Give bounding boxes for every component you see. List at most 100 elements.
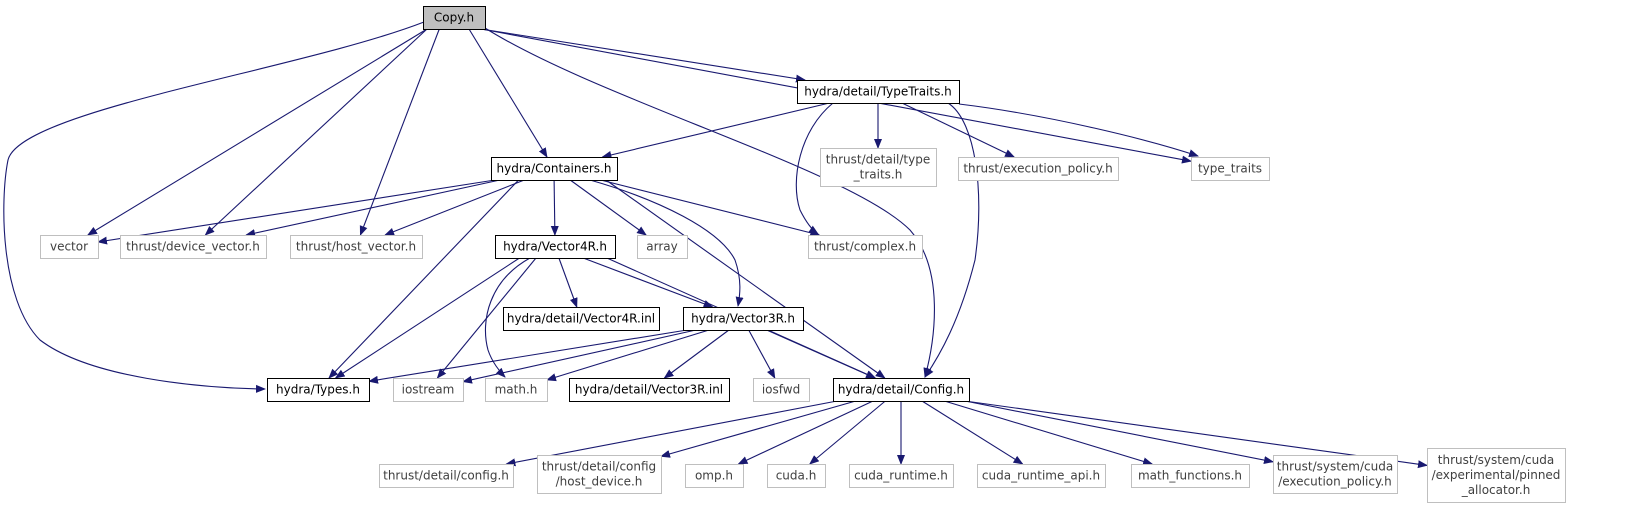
- node-label: array: [646, 240, 677, 254]
- node-label: cuda_runtime.h: [854, 469, 948, 483]
- node-label: cuda.h: [776, 469, 817, 483]
- edge-copy_h-to-types_h: [3, 21, 425, 393]
- edge-containers_h-to-array: [569, 179, 647, 236]
- node-label: /experimental/pinned: [1432, 468, 1561, 482]
- node-label: iosfwd: [762, 383, 800, 397]
- node-label: hydra/Vector4R.h: [503, 240, 607, 254]
- node-label: thrust/device_vector.h: [126, 240, 260, 254]
- node-label: hydra/detail/Vector4R.inl: [507, 312, 655, 326]
- edge-vector3r_h-to-math_h: [546, 329, 710, 382]
- edge-containers_h-to-config_h: [605, 179, 886, 379]
- node-label: hydra/detail/Config.h: [838, 383, 964, 397]
- node-label: type_traits: [1198, 162, 1262, 176]
- node-iosfwd: iosfwd: [753, 378, 810, 402]
- node-vector3r-inl[interactable]: hydra/detail/Vector3R.inl: [569, 378, 730, 402]
- edge-containers_h-to-thrust_device_vector: [245, 179, 501, 238]
- edge-vector3r_h-to-config_h: [766, 329, 876, 379]
- node-math-h: math.h: [485, 378, 548, 402]
- node-label: hydra/Types.h: [276, 383, 360, 397]
- dependency-edges: [3, 21, 1428, 469]
- edge-typetraits_h-to-thrust_complex: [795, 102, 834, 235]
- node-label: hydra/Vector3R.h: [691, 312, 795, 326]
- edge-config_h-to-thrust_pinned_allocator: [964, 400, 1428, 469]
- node-label: _allocator.h: [1461, 483, 1531, 497]
- node-box: [120, 235, 267, 259]
- node-cuda-runtime: cuda_runtime.h: [849, 464, 954, 488]
- node-thrust-complex: thrust/complex.h: [808, 235, 923, 259]
- node-label: omp.h: [695, 469, 733, 483]
- node-box: [753, 378, 810, 402]
- edge-copy_h-to-containers_h: [468, 28, 548, 158]
- edge-vector3r_h-to-types_h: [368, 329, 688, 384]
- node-thrust-device-vector: thrust/device_vector.h: [120, 235, 267, 259]
- node-box: [685, 464, 744, 488]
- node-box: [1427, 448, 1566, 503]
- node-thrust-cuda-exec-policy: thrust/system/cuda/execution_policy.h: [1273, 455, 1398, 494]
- node-copy-h[interactable]: Copy.h: [423, 6, 486, 30]
- node-box: [683, 307, 804, 331]
- node-label: thrust/detail/config: [542, 460, 656, 474]
- node-box: [485, 378, 548, 402]
- node-box: [379, 464, 514, 488]
- node-box: [637, 235, 688, 259]
- node-types-h[interactable]: hydra/Types.h: [267, 378, 370, 402]
- node-box: [423, 6, 486, 30]
- node-label: thrust/complex.h: [814, 240, 916, 254]
- node-box: [40, 235, 99, 259]
- edge-config_h-to-omp_h: [737, 400, 874, 465]
- file-nodes: Copy.h hydra/detail/TypeTraits.h hydra/Con…: [40, 6, 1566, 503]
- node-vector3r-h[interactable]: hydra/Vector3R.h: [683, 307, 804, 331]
- edge-typetraits_h-to-type_traits: [958, 103, 1199, 157]
- node-label: cuda_runtime_api.h: [982, 469, 1100, 483]
- node-config-h[interactable]: hydra/detail/Config.h: [833, 378, 970, 402]
- edge-vector4r_h-to-vector4r_inl: [558, 257, 578, 308]
- node-box: [833, 378, 970, 402]
- edge-typetraits_h-to-config_h: [924, 102, 980, 378]
- node-label: hydra/detail/Vector3R.inl: [575, 383, 723, 397]
- node-array: array: [637, 235, 688, 259]
- node-vector4r-inl[interactable]: hydra/detail/Vector4R.inl: [503, 307, 660, 331]
- node-box: [1273, 455, 1398, 494]
- edge-copy_h-to-config_h: [484, 27, 935, 378]
- edge-config_h-to-cuda_runtime_api: [921, 400, 1024, 465]
- node-box: [537, 455, 662, 494]
- edge-config_h-to-thrust_cuda_exec_policy: [964, 400, 1274, 464]
- node-vector4r-h[interactable]: hydra/Vector4R.h: [495, 235, 616, 259]
- node-cuda-h: cuda.h: [767, 464, 826, 488]
- node-box: [290, 235, 423, 259]
- node-thrust-host-device: thrust/detail/config/host_device.h: [537, 455, 662, 494]
- node-label: /host_device.h: [556, 475, 643, 489]
- edge-containers_h-to-thrust_complex: [600, 179, 821, 237]
- node-label: thrust/host_vector.h: [296, 240, 416, 254]
- node-box: [569, 378, 730, 402]
- node-thrust-pinned-allocator: thrust/system/cuda/experimental/pinned_a…: [1427, 448, 1566, 503]
- node-label: Copy.h: [434, 11, 474, 25]
- node-vector: vector: [40, 235, 99, 259]
- edge-vector3r_h-to-iosfwd: [748, 329, 776, 379]
- node-omp-h: omp.h: [685, 464, 744, 488]
- node-label: hydra/Containers.h: [497, 162, 612, 176]
- node-label: thrust/system/cuda: [1438, 453, 1554, 467]
- edge-copy_h-to-typetraits_h: [480, 28, 806, 83]
- node-box: [495, 235, 616, 259]
- node-label: math.h: [495, 383, 538, 397]
- edge-copy_h-to-vector: [87, 28, 428, 236]
- edge-typetraits_h-to-containers_h: [601, 102, 830, 159]
- edge-vector4r_h-to-types_h: [334, 257, 520, 379]
- node-box: [267, 378, 370, 402]
- node-type-traits: type_traits: [1191, 157, 1270, 181]
- node-thrust-detail-type-traits: thrust/detail/type_traits.h: [820, 148, 937, 187]
- node-box: [977, 464, 1106, 488]
- node-label: math_functions.h: [1138, 469, 1242, 483]
- node-typetraits-h[interactable]: hydra/detail/TypeTraits.h: [797, 80, 960, 104]
- node-iostream: iostream: [393, 378, 464, 402]
- node-label: thrust/system/cuda: [1277, 460, 1393, 474]
- node-math-functions: math_functions.h: [1131, 464, 1250, 488]
- node-box: [491, 157, 618, 181]
- node-containers-h[interactable]: hydra/Containers.h: [491, 157, 618, 181]
- node-box: [797, 80, 960, 104]
- edge-containers_h-to-types_h: [328, 179, 519, 379]
- node-box: [958, 157, 1119, 181]
- edge-vector4r_h-to-vector3r_h: [583, 257, 714, 308]
- edge-vector4r_h-to-math_h: [484, 257, 531, 378]
